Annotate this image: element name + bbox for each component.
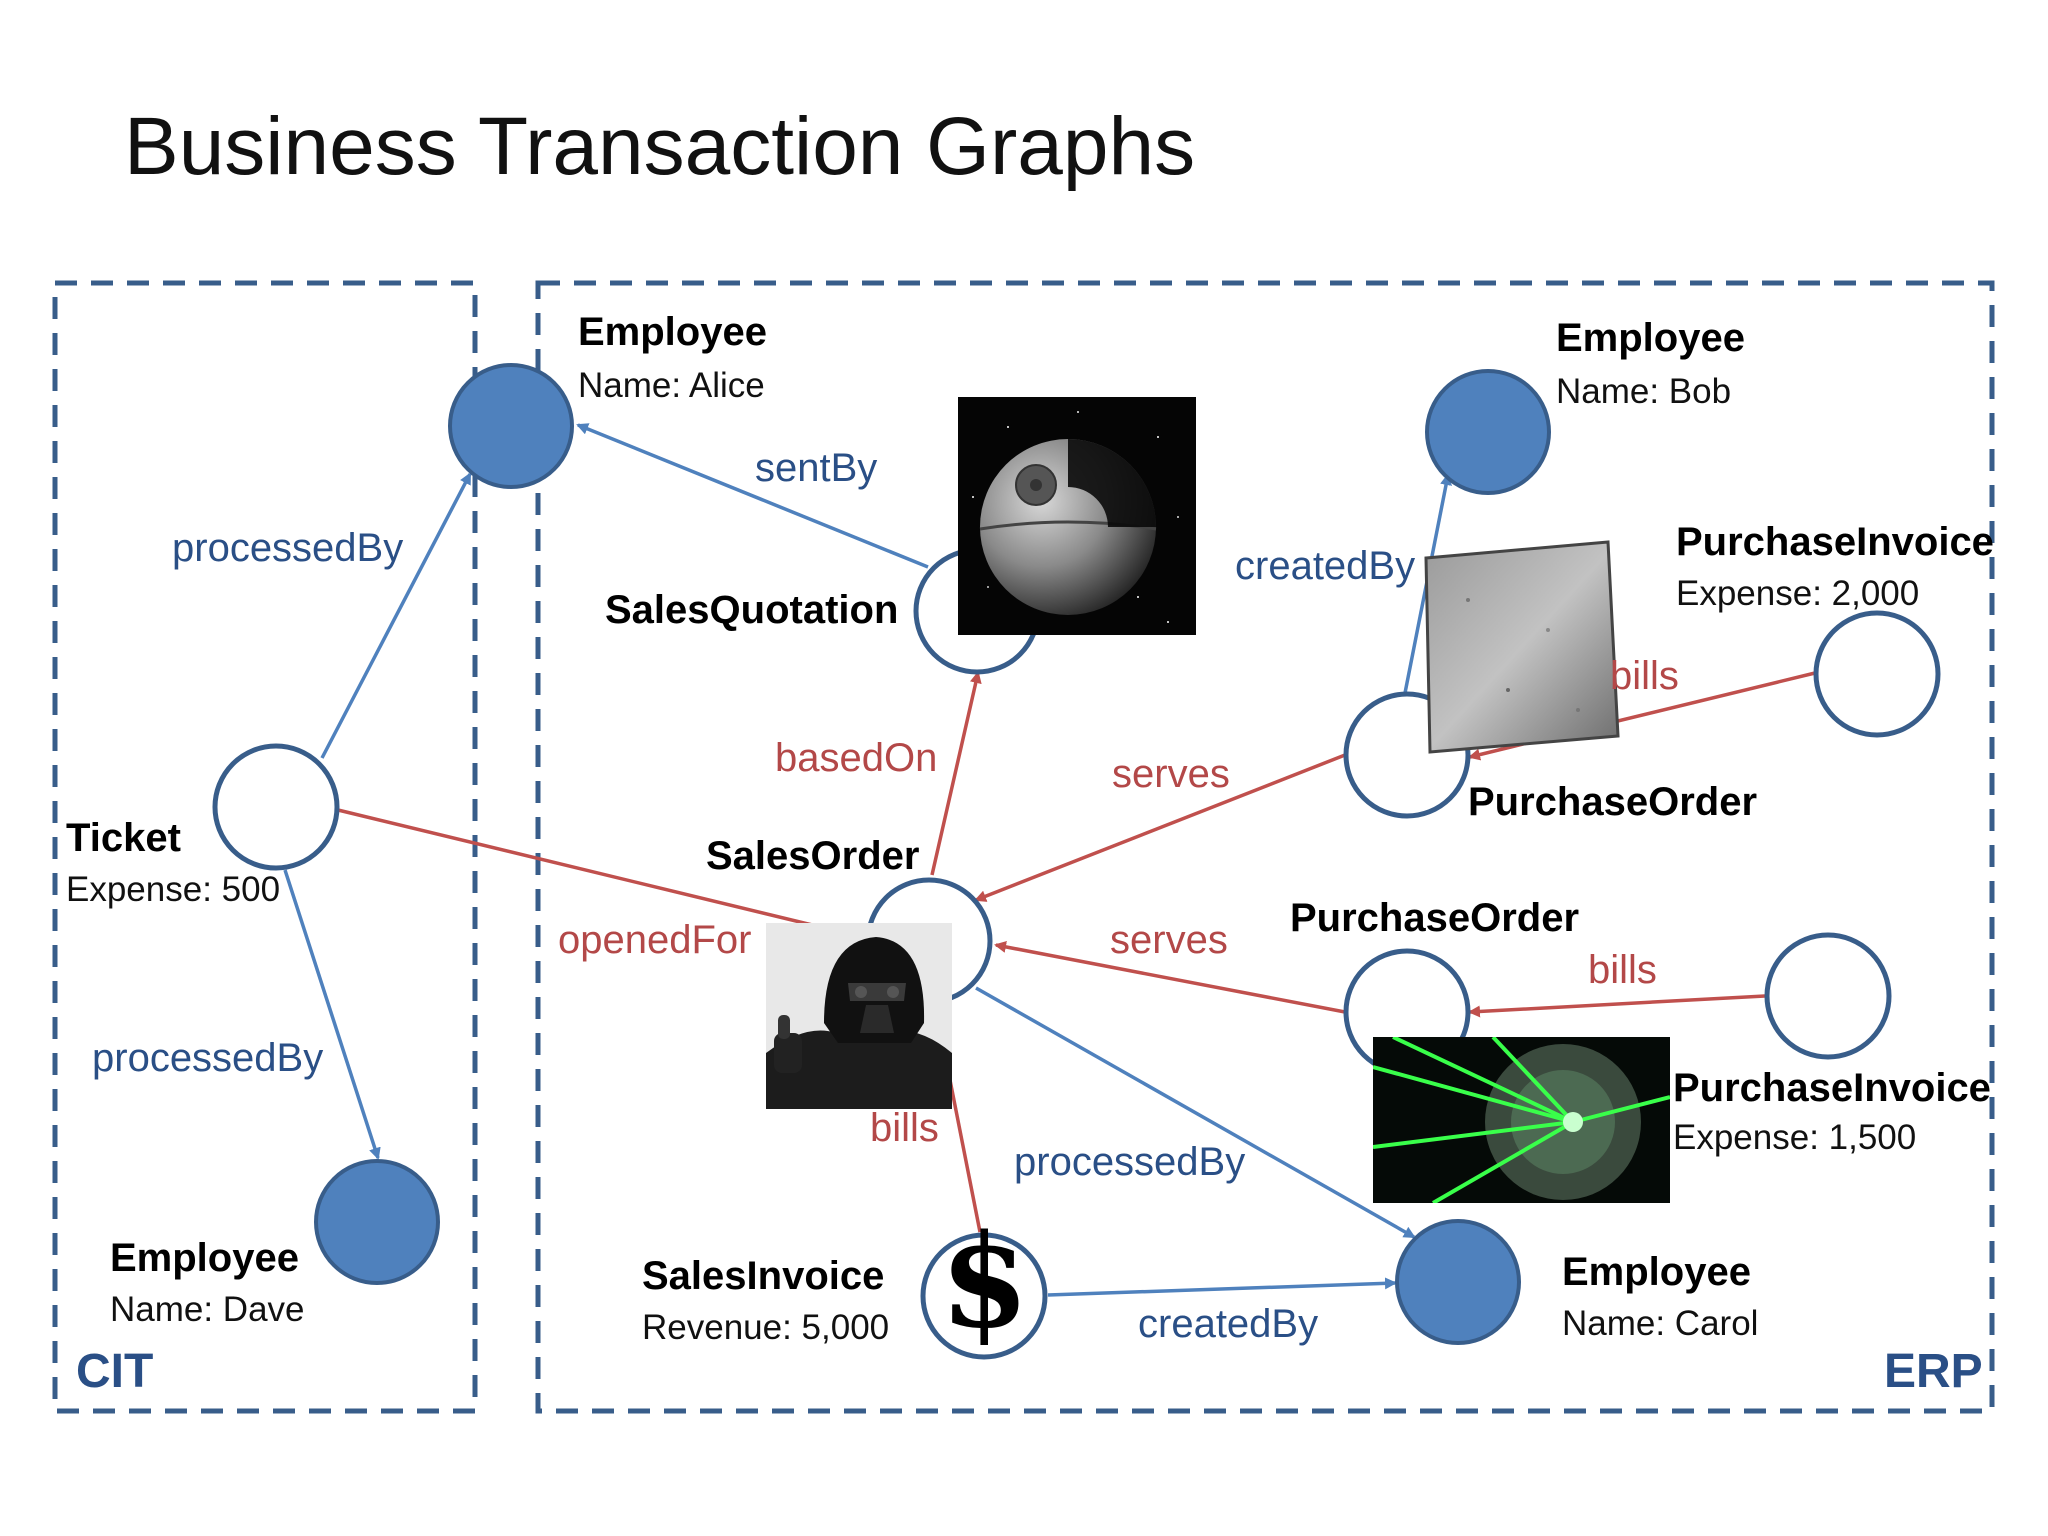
purchase-invoice-2-attr-label: Expense: 1,500 — [1673, 1118, 1917, 1157]
edge-label-ticket-openedfor-order: openedFor — [558, 918, 752, 962]
metal-plate-image — [1408, 540, 1620, 755]
edge-ticket-order — [337, 808, 868, 942]
slide-title: Business Transaction Graphs — [124, 101, 1196, 192]
purchase-invoice-2-type-label: PurchaseInvoice — [1673, 1066, 1991, 1110]
alice-type-label: Employee — [578, 310, 767, 354]
edge-label-pi1-bills-po1: bills — [1610, 654, 1679, 698]
bob-type-label: Employee — [1556, 316, 1745, 360]
cit-region-label: CIT — [76, 1345, 154, 1398]
purchase-invoice-1-node[interactable] — [1813, 610, 1941, 738]
darth-vader-image — [766, 923, 952, 1109]
sales-invoice-attr-label: Revenue: 5,000 — [642, 1308, 890, 1347]
edge-quotation-alice — [576, 423, 929, 569]
bob-attr-label: Name: Bob — [1556, 372, 1732, 411]
cit-region-border — [52, 280, 478, 1414]
edge-label-order-basedon-quotation: basedOn — [775, 736, 938, 780]
edge-pi2-po2 — [1468, 994, 1766, 1018]
sales-order-label: SalesOrder — [706, 834, 920, 878]
purchase-invoice-1-type-label: PurchaseInvoice — [1676, 520, 1994, 564]
edge-label-order-processedby-carol: processedBy — [1014, 1140, 1246, 1184]
employee-carol-node[interactable] — [1395, 1219, 1521, 1345]
edge-label-quotation-sentby-alice: sentBy — [755, 446, 878, 490]
erp-region-label: ERP — [1884, 1345, 1983, 1398]
purchase-order-2-label: PurchaseOrder — [1290, 896, 1580, 940]
edge-order-carol — [975, 986, 1416, 1239]
edge-label-po1-serves-order: serves — [1112, 752, 1230, 796]
edge-label-invoice-bills-order: bills — [870, 1106, 939, 1150]
carol-attr-label: Name: Carol — [1562, 1304, 1759, 1343]
purchase-invoice-2-node[interactable] — [1764, 932, 1892, 1060]
dave-attr-label: Name: Dave — [110, 1290, 305, 1329]
sales-invoice-node[interactable] — [920, 1232, 1048, 1360]
alice-attr-label: Name: Alice — [578, 366, 765, 405]
employee-bob-node[interactable] — [1425, 369, 1551, 495]
edge-po2-order — [994, 940, 1346, 1014]
edge-ticket-dave — [283, 869, 381, 1160]
edge-label-invoice-createdby-carol: createdBy — [1138, 1302, 1319, 1346]
edge-invoice-carol — [1047, 1277, 1397, 1297]
edge-ticket-alice — [320, 472, 472, 759]
sales-invoice-type-label: SalesInvoice — [642, 1254, 885, 1298]
edge-label-po2-serves-order: serves — [1110, 918, 1228, 962]
erp-region-border — [535, 280, 1995, 1414]
ticket-node[interactable] — [212, 743, 340, 871]
dave-type-label: Employee — [110, 1236, 299, 1280]
dollar-icon: $ — [940, 1207, 1030, 1357]
ticket-type-label: Ticket — [66, 816, 181, 860]
death-star-image — [958, 397, 1196, 635]
laser-image — [1373, 1037, 1670, 1203]
edge-label-ticket-processedby-alice: processedBy — [172, 526, 404, 570]
edge-label-ticket-processedby-dave: processedBy — [92, 1036, 324, 1080]
edge-label-po1-createdby-bob: createdBy — [1235, 544, 1416, 588]
carol-type-label: Employee — [1562, 1250, 1751, 1294]
employee-dave-node[interactable] — [314, 1159, 440, 1285]
edge-po1-order — [974, 753, 1346, 902]
ticket-attr-label: Expense: 500 — [66, 870, 281, 909]
edge-order-quotation — [930, 671, 982, 876]
purchase-invoice-1-attr-label: Expense: 2,000 — [1676, 574, 1920, 613]
employee-alice-node[interactable] — [448, 363, 574, 489]
sales-quotation-label: SalesQuotation — [605, 588, 899, 632]
purchase-order-1-label: PurchaseOrder — [1468, 780, 1758, 824]
edge-label-pi2-bills-po2: bills — [1588, 948, 1657, 992]
